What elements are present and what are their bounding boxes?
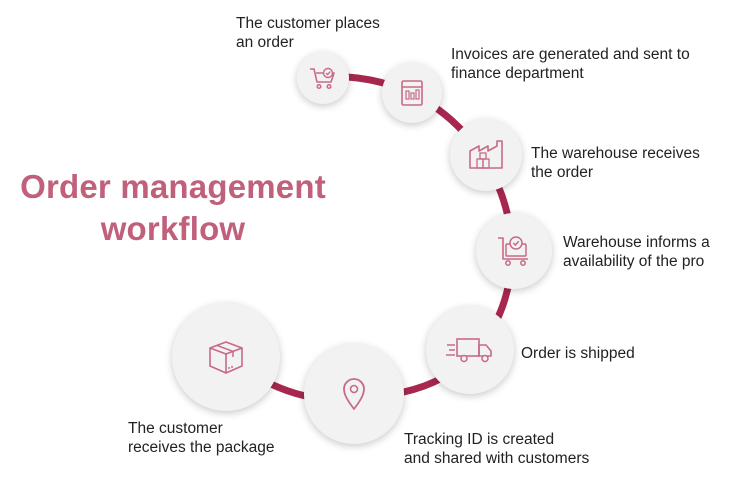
- step-6-label: Tracking ID is created and shared with c…: [404, 431, 590, 467]
- invoice-icon: [401, 80, 423, 106]
- title-line-2: workflow: [100, 210, 246, 247]
- shopping-cart-icon: [310, 67, 335, 90]
- step-7-label: The customer receives the package: [128, 420, 275, 456]
- diagram-title: Order management workflow: [0, 166, 368, 250]
- step-2-label: Invoices are generated and sent to finan…: [451, 46, 690, 82]
- step-6-circle: [304, 344, 404, 444]
- title-line-1: Order management: [20, 168, 326, 205]
- step-5-label: Order is shipped: [521, 345, 635, 362]
- step-4-circle: [476, 213, 552, 289]
- step-4-label: Warehouse informs a availability of the …: [563, 234, 710, 270]
- step-1-label: The customer places an order: [236, 15, 380, 51]
- warehouse-icon: [469, 140, 503, 169]
- step-3-label: The warehouse receives the order: [531, 145, 700, 181]
- step-7-circle: [172, 303, 280, 411]
- step-5-circle: [426, 306, 514, 394]
- package-box-icon: [209, 341, 243, 374]
- step-2-circle: [382, 63, 442, 123]
- location-pin-icon: [343, 378, 365, 410]
- delivery-truck-icon: [446, 338, 492, 363]
- cart-check-icon: [498, 236, 528, 266]
- step-3-circle: [450, 119, 522, 191]
- step-1-circle: [297, 52, 349, 104]
